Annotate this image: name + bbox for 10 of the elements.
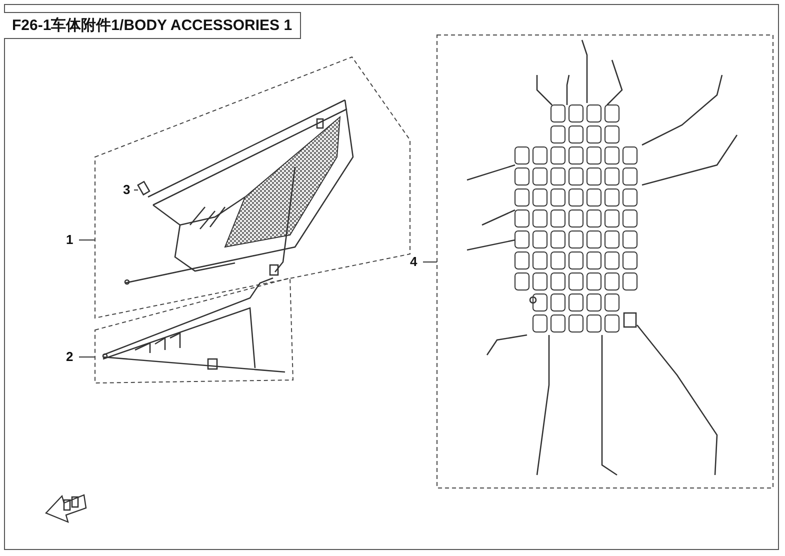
callout-number: 2 <box>66 349 78 365</box>
dashed-group-outline <box>95 57 411 319</box>
dashed-group-outline <box>437 35 774 489</box>
callout-number: 3 <box>123 182 133 198</box>
leader-line <box>78 356 96 358</box>
callout-number: 4 <box>410 254 422 270</box>
callout-number: 1 <box>66 232 78 248</box>
dashed-group-outline <box>95 278 294 384</box>
clip-drawing <box>138 180 152 196</box>
diagram-title: F26-1车体附件1/BODY ACCESSORIES 1 <box>4 12 302 39</box>
